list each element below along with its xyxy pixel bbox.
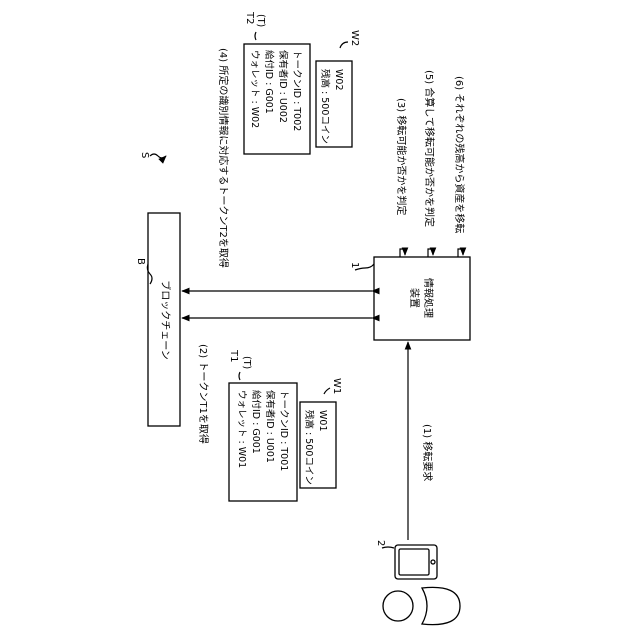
wallet-w2-line2: 残高 : 500コイン [319, 69, 331, 144]
loop-6 [458, 249, 463, 257]
terminal-screen [399, 549, 429, 575]
terminal-ref: 2 [375, 540, 386, 546]
processor-line1: 情報処理 [422, 278, 435, 318]
figure-label: S [139, 152, 150, 158]
figure-label-leader [150, 154, 166, 158]
token-t2-leader [255, 32, 256, 40]
token-t2: T2 (T) トークンID : T002 保有者ID : U002 給付ID :… [244, 11, 310, 154]
user-figure [383, 587, 460, 624]
step-3-label: (3) 移転可能か否かを判定 [395, 98, 408, 215]
terminal-button [431, 560, 435, 564]
wallet-w1-line2: 残高 : 500コイン [303, 410, 315, 485]
wallet-w1-line1: W01 [317, 410, 328, 431]
step-2-label: (2) トークンT1を取得 [197, 344, 209, 444]
step-4-label: (4) 所定の識別情報に対応するトークンT2を取得 [217, 48, 230, 268]
token-t2-line3: 給付ID : G001 [263, 50, 275, 114]
blockchain: ブロックチェーン B [135, 213, 180, 426]
token-t2-line2: 保有者ID : U002 [277, 50, 289, 123]
processor: 情報処理 装置 1 [349, 257, 470, 340]
terminal: 2 [375, 540, 437, 579]
token-t1-line3: 給付ID : G001 [250, 390, 262, 454]
terminal-ref-leader [382, 547, 394, 548]
token-t1-ref-sub: (T) [241, 356, 252, 369]
figure-label-group: S [139, 152, 166, 158]
blockchain-ref: B [135, 258, 146, 265]
token-t1-leader [239, 372, 240, 380]
wallet-w1-ref: W1 [331, 378, 342, 394]
token-t1-line1: トークンID : T001 [278, 390, 289, 471]
wallet-w2: W2 W02 残高 : 500コイン [316, 30, 360, 147]
token-t2-ref-sub: (T) [255, 14, 266, 27]
blockchain-label: ブロックチェーン [159, 280, 172, 360]
wallet-w1: W1 W01 残高 : 500コイン [300, 378, 342, 488]
wallet-w2-line1: W02 [333, 69, 344, 90]
user-head [383, 591, 413, 621]
loop-3 [400, 249, 405, 257]
processor-line2: 装置 [408, 288, 421, 308]
token-t1: T1 (T) トークンID : T001 保有者ID : U001 給付ID :… [228, 349, 297, 501]
wallet-w1-leader [324, 388, 330, 394]
token-t2-line4: ウォレット : W02 [249, 50, 260, 128]
token-t1-ref: T1 [228, 349, 239, 362]
user-body [422, 587, 460, 624]
step-6-label: (6) それぞれの残高から資産を移転 [453, 76, 466, 233]
step-1-label: (1) 移転要求 [421, 424, 434, 481]
wallet-w2-ref: W2 [349, 30, 360, 46]
step-5-label: (5) 合算して移転可能か否かを判定 [423, 70, 436, 227]
token-t2-ref: T2 [244, 11, 255, 24]
token-t2-line1: トークンID : T002 [291, 50, 302, 131]
loop-5 [428, 249, 433, 257]
processor-box [374, 257, 470, 340]
token-t1-line2: 保有者ID : U001 [264, 390, 276, 463]
token-t1-line4: ウォレット : W01 [236, 390, 247, 468]
processor-ref: 1 [349, 262, 360, 268]
wallet-w2-leader [340, 42, 348, 48]
self-loops: (3) 移転可能か否かを判定 (5) 合算して移転可能か否かを判定 (6) それ… [395, 70, 466, 257]
